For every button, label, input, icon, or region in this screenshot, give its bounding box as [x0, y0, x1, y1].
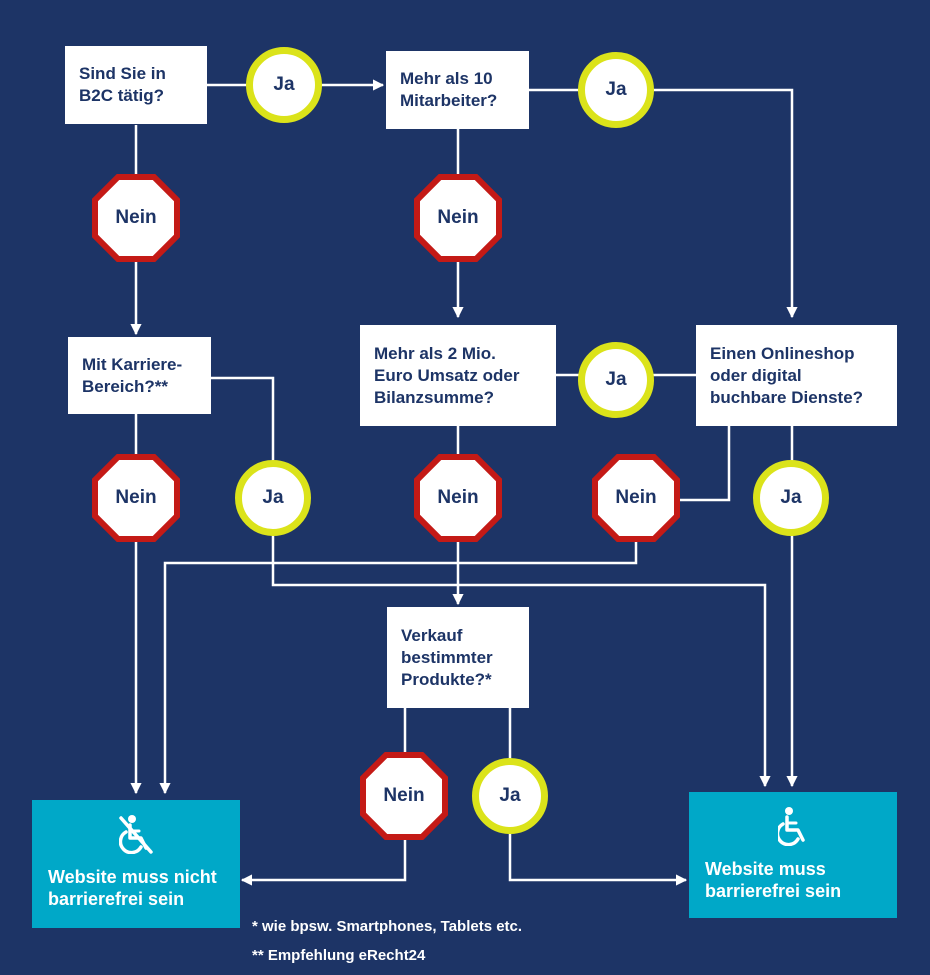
answer-no-products: Nein — [360, 752, 448, 840]
answer-yes-career: Ja — [235, 460, 311, 536]
stop-sign-icon — [592, 454, 680, 542]
question-revenue: Mehr als 2 Mio. Euro Umsatz oder Bilanzs… — [360, 325, 556, 426]
connector-career-yes — [210, 376, 771, 788]
question-products: Verkauf bestimmter Produkte?* — [387, 607, 529, 708]
question-employees: Mehr als 10 Mitarbeiter? — [386, 51, 529, 129]
result-not-required-label: Website muss nicht barrierefrei sein — [48, 867, 217, 909]
question-b2c: Sind Sie in B2C tätig? — [65, 46, 207, 124]
stop-sign-icon — [92, 454, 180, 542]
answer-yes-b2c: Ja — [246, 47, 322, 123]
answer-yes-revenue: Ja — [578, 342, 654, 418]
stop-sign-icon — [414, 454, 502, 542]
answer-yes-employees: Ja — [578, 52, 654, 128]
question-career: Mit Karriere- Bereich?** — [68, 337, 211, 414]
answer-no-revenue: Nein — [414, 454, 502, 542]
stop-sign-icon — [360, 752, 448, 840]
answer-no-employees: Nein — [414, 174, 502, 262]
footnote-career: ** Empfehlung eRecht24 — [252, 947, 426, 964]
answer-no-label: Nein — [437, 207, 479, 228]
footnote-products: * wie bpsw. Smartphones, Tablets etc. — [252, 918, 523, 935]
answer-no-label: Nein — [615, 487, 657, 508]
answer-yes-onlineshop: Ja — [753, 460, 829, 536]
wheelchair-icon — [778, 807, 805, 846]
result-required: Website muss barrierefrei sein — [689, 792, 897, 918]
answer-no-b2c: Nein — [92, 174, 180, 262]
stop-sign-icon — [92, 174, 180, 262]
result-not-required: Website muss nicht barrierefrei sein — [32, 800, 240, 928]
answer-no-career: Nein — [92, 454, 180, 542]
answer-no-label: Nein — [437, 487, 479, 508]
wheelchair-crossed-icon — [119, 815, 153, 854]
answer-no-onlineshop: Nein — [592, 454, 680, 542]
answer-no-label: Nein — [115, 207, 157, 228]
answer-no-label: Nein — [383, 785, 425, 806]
answer-yes-products: Ja — [472, 758, 548, 834]
question-onlineshop: Einen Onlineshop oder digital buchbare D… — [696, 325, 897, 426]
connector-employees-to-onlineshop — [528, 88, 798, 319]
result-required-label: Website muss barrierefrei sein — [705, 859, 842, 901]
stop-sign-icon — [414, 174, 502, 262]
answer-no-label: Nein — [115, 487, 157, 508]
